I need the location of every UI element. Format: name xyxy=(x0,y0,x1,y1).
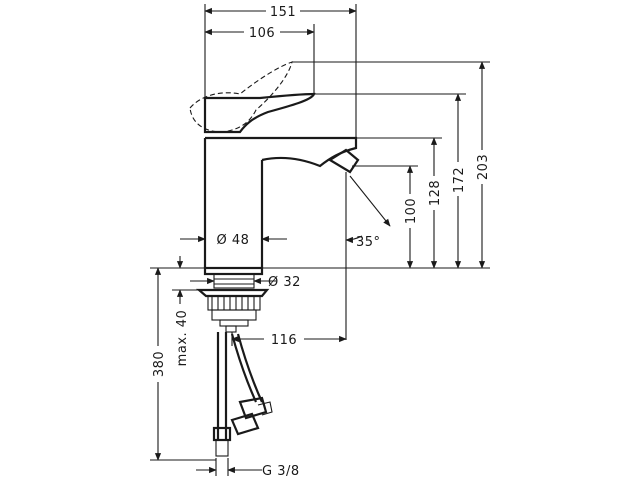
dimension-151: 151 xyxy=(204,3,357,138)
dimension-380: 380 xyxy=(150,267,216,461)
dim-label-max-40: max. 40 xyxy=(175,310,190,367)
dimension-max-40: max. 40 xyxy=(172,256,200,366)
dim-label-g-3-8: G 3/8 xyxy=(262,464,300,479)
dim-label-116: 116 xyxy=(271,333,297,348)
dim-label-diameter-32: Ø 32 xyxy=(268,275,301,290)
dim-label-35-deg: 35° xyxy=(356,235,381,250)
dimension-116: 116 xyxy=(231,331,347,348)
dimension-angle-35: 35° xyxy=(345,172,391,340)
dimension-heights: 203 172 128 100 xyxy=(150,61,491,269)
dim-label-128: 128 xyxy=(428,180,443,206)
dimension-106: 106 xyxy=(204,24,315,94)
dim-label-106: 106 xyxy=(249,26,275,41)
dim-label-diameter-48: Ø 48 xyxy=(217,233,250,248)
dim-label-151: 151 xyxy=(270,5,296,20)
dim-label-172: 172 xyxy=(452,167,467,193)
supply-hoses xyxy=(212,332,273,457)
faucet-body xyxy=(189,61,360,333)
dimension-diameter-32: Ø 32 xyxy=(190,275,301,290)
dimension-diameter-48: Ø 48 xyxy=(180,233,287,248)
dimension-g-3-8: G 3/8 xyxy=(196,458,300,479)
dim-label-203: 203 xyxy=(476,154,491,180)
dim-label-380: 380 xyxy=(152,351,167,377)
dim-label-100: 100 xyxy=(404,198,419,224)
